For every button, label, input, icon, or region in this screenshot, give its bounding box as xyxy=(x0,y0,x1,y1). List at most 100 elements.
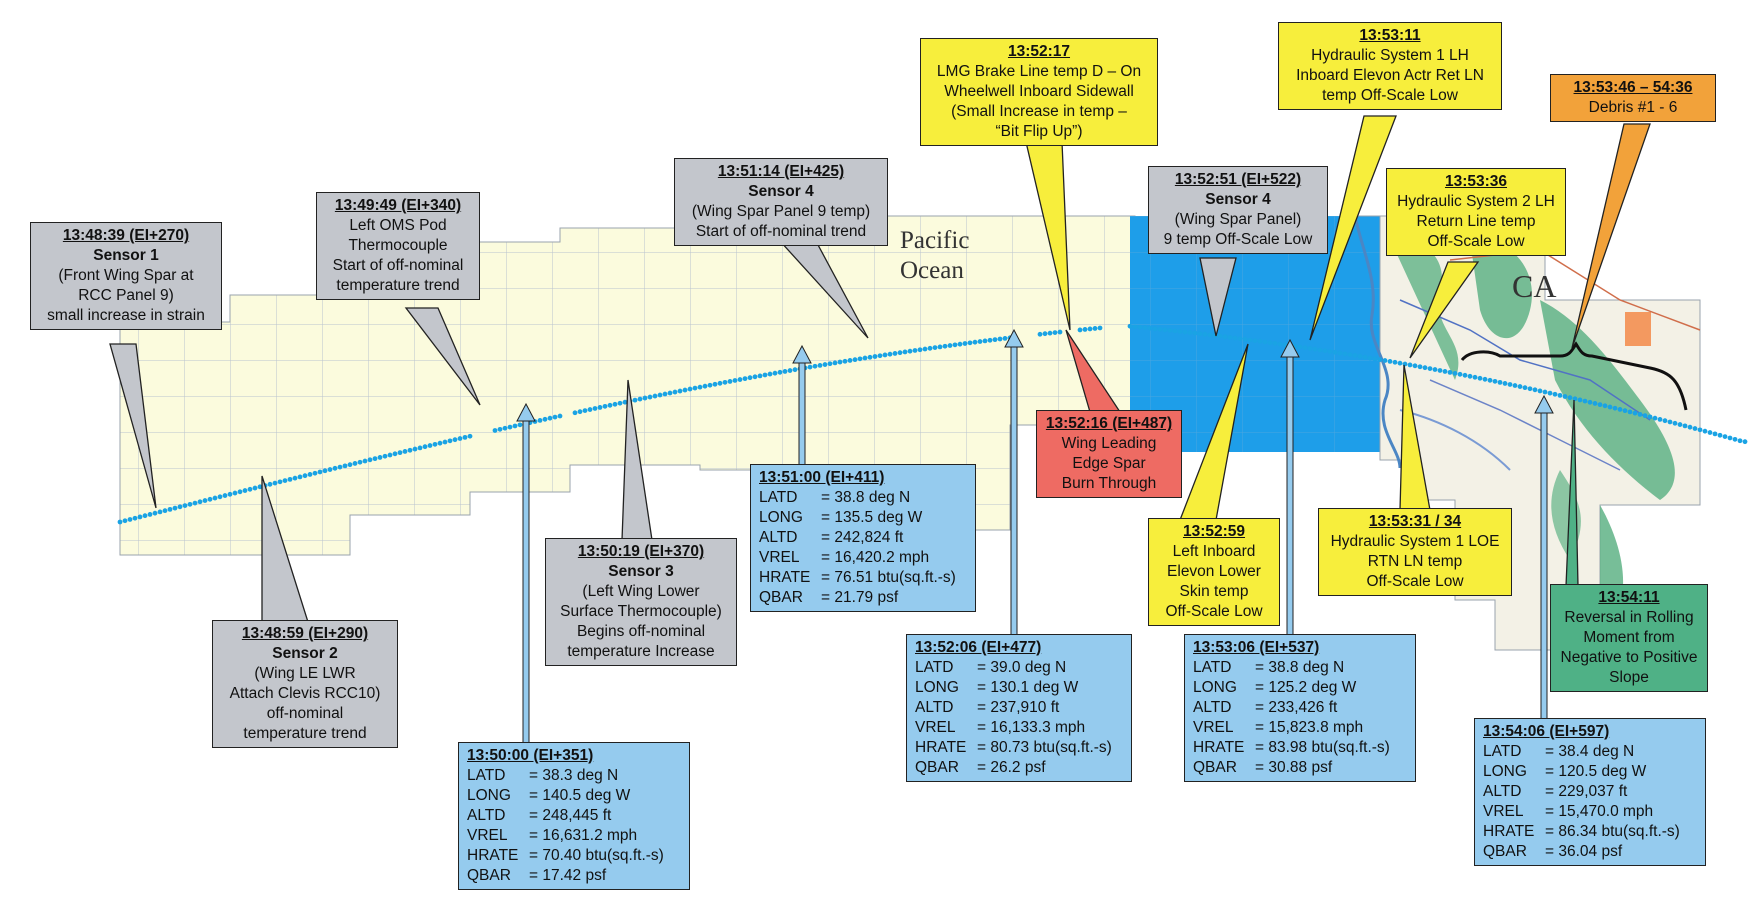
ocean-label: Pacific Ocean xyxy=(900,227,970,284)
track-point xyxy=(1617,407,1623,412)
track-point xyxy=(837,359,843,365)
track-point xyxy=(1532,387,1538,393)
track-point xyxy=(1677,422,1683,427)
track-point xyxy=(1577,397,1583,403)
track-point xyxy=(1167,327,1173,333)
track-point xyxy=(977,339,983,344)
track-point xyxy=(1402,361,1408,367)
track-point xyxy=(1352,353,1358,358)
track-point xyxy=(997,336,1003,342)
callout-line: Negative to Positive xyxy=(1560,649,1698,666)
track-point xyxy=(1567,395,1573,401)
track-point xyxy=(382,453,388,459)
track-point xyxy=(1587,399,1593,405)
callout-line: Return Line temp xyxy=(1416,213,1536,230)
track-point xyxy=(397,450,403,456)
track-point xyxy=(1097,325,1103,331)
track-point xyxy=(342,463,348,469)
callout-time: 13:54:11 xyxy=(1598,589,1660,606)
track-point xyxy=(372,456,378,462)
state-label: CA xyxy=(1512,268,1557,304)
track-point xyxy=(872,354,878,359)
track-point xyxy=(197,499,203,505)
track-point xyxy=(957,341,963,347)
track-point xyxy=(202,498,208,503)
track-point xyxy=(1612,405,1618,411)
track-point xyxy=(792,367,798,373)
callout-line: Inboard Elevon Actr Ret LN xyxy=(1296,67,1484,84)
track-point xyxy=(1592,401,1598,406)
track-point xyxy=(1707,430,1713,435)
track-point xyxy=(602,403,608,409)
track-point xyxy=(467,433,473,439)
track-point xyxy=(1457,371,1463,377)
track-point xyxy=(722,379,728,385)
track-point xyxy=(892,351,898,356)
track-point xyxy=(607,402,613,408)
callout-line: (Wing LE LWR xyxy=(254,665,356,682)
track-point xyxy=(727,379,733,384)
track-point xyxy=(1187,330,1193,335)
data-row: QBAR= 26.2 psf xyxy=(915,759,1046,776)
track-point xyxy=(757,373,763,379)
callout-hydraulic-1: 13:53:11 Hydraulic System 1 LH Inboard E… xyxy=(1278,22,1502,110)
track-point xyxy=(1367,355,1373,361)
track-point xyxy=(1692,426,1698,431)
track-point xyxy=(1207,332,1213,338)
track-point xyxy=(232,490,238,496)
track-point xyxy=(682,387,688,393)
data-row: ALTD= 248,445 ft xyxy=(467,807,612,824)
track-point xyxy=(1447,369,1453,375)
data-row: QBAR= 36.04 psf xyxy=(1483,843,1623,860)
track-point xyxy=(782,369,788,374)
data-row: ALTD= 242,824 ft xyxy=(759,529,904,546)
track-point xyxy=(317,469,323,475)
track-point xyxy=(612,401,618,407)
track-point xyxy=(657,392,663,398)
track-point xyxy=(1642,413,1648,419)
track-point xyxy=(732,378,738,383)
track-point xyxy=(822,362,828,367)
track-point xyxy=(1057,329,1063,335)
track-point xyxy=(1312,346,1318,352)
track-point xyxy=(127,517,133,522)
track-point xyxy=(692,385,698,391)
callout-time: 13:52:59 xyxy=(1182,523,1246,540)
arrow-13-50-00 xyxy=(516,402,536,745)
data-time: 13:52:06 (EI+477) xyxy=(915,639,1042,656)
track-point xyxy=(1002,335,1008,341)
pointer-sensor-1 xyxy=(109,343,157,509)
track-point xyxy=(1672,420,1678,426)
data-row: LATD= 38.8 deg N xyxy=(1193,659,1345,676)
track-point xyxy=(227,491,233,497)
track-point xyxy=(1052,330,1058,335)
callout-sensor-3: 13:50:19 (EI+370) Sensor 3 (Left Wing Lo… xyxy=(545,538,737,666)
track-point xyxy=(582,408,588,414)
track-point xyxy=(1537,388,1543,394)
track-point xyxy=(377,455,383,460)
callout-line: LMG Brake Line temp D – On xyxy=(936,63,1142,80)
data-row: HRATE= 70.40 btu(sq.ft.-s) xyxy=(467,847,664,864)
track-point xyxy=(1742,439,1748,445)
track-point xyxy=(427,443,433,448)
track-point xyxy=(1637,411,1643,417)
track-point xyxy=(1182,329,1188,335)
track-point xyxy=(1357,353,1363,359)
track-point xyxy=(597,405,603,410)
track-point xyxy=(1307,346,1313,351)
track-point xyxy=(962,341,968,346)
track-point xyxy=(1132,324,1138,330)
track-point xyxy=(512,423,518,429)
track-point xyxy=(1552,391,1558,397)
track-point xyxy=(1272,340,1278,346)
data-box-13-53-06: 13:53:06 (EI+537) LATD= 38.8 deg N LONG=… xyxy=(1184,634,1416,782)
track-point xyxy=(1437,368,1443,373)
track-point xyxy=(1227,334,1233,340)
callout-line: Attach Clevis RCC10) xyxy=(229,685,381,702)
callout-sensor-1: 13:48:39 (EI+270) Sensor 1 (Front Wing S… xyxy=(30,222,222,330)
callout-line: Reversal in Rolling xyxy=(1564,609,1694,626)
pointer-elevon xyxy=(1179,343,1249,521)
track-point xyxy=(1092,326,1098,331)
arrow-13-52-06 xyxy=(1004,328,1024,637)
data-row: VREL= 15,470.0 mph xyxy=(1483,803,1654,820)
